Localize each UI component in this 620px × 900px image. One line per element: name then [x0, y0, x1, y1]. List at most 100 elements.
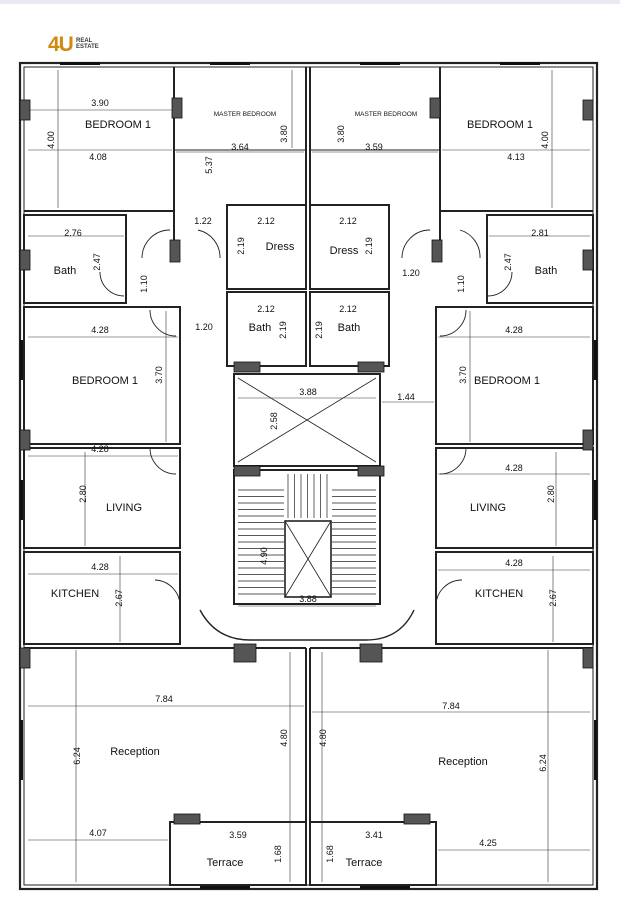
- dimension-label: 4.28: [505, 463, 523, 473]
- landing-curve: [199, 609, 415, 641]
- outer-wall: [18, 61, 599, 891]
- room-label-bath-center-left: Bath: [249, 322, 272, 334]
- dimension-label: 4.28: [505, 325, 523, 335]
- room-label-living-right: LIVING: [470, 502, 506, 514]
- logo-line-2: ESTATE: [76, 44, 99, 50]
- dimension-label: 2.19: [314, 321, 324, 339]
- room-label-bath-right: Bath: [535, 265, 558, 277]
- dimension-label: 4.00: [46, 131, 56, 149]
- stair-well-cross: [284, 520, 332, 598]
- dimension-label: 2.19: [364, 237, 374, 255]
- dimension-label: 2.12: [339, 304, 357, 314]
- dimension-label: 3.59: [365, 142, 383, 152]
- bedroom-right-walls: [435, 306, 594, 445]
- top-strip: [0, 0, 620, 4]
- dimension-label: 3.59: [229, 830, 247, 840]
- room-label-terrace-right: Terrace: [346, 857, 383, 869]
- logo-wordmark: REAL ESTATE: [76, 38, 99, 50]
- stair-core: [233, 469, 381, 605]
- column: [233, 465, 261, 477]
- dimension-label: 4.80: [318, 729, 328, 747]
- dimension-label: 4.90: [259, 547, 269, 565]
- dimension-label: 6.24: [72, 747, 82, 765]
- company-logo: 4U REAL ESTATE: [48, 34, 110, 58]
- column: [431, 239, 443, 263]
- dimension-label: 1.44: [397, 392, 415, 402]
- dimension-label: 2.67: [548, 589, 558, 607]
- dimension-label: 3.88: [299, 387, 317, 397]
- column: [357, 361, 385, 373]
- dimension-label: 3.70: [458, 366, 468, 384]
- dimension-label: 3.64: [231, 142, 249, 152]
- dimension-label: 2.19: [278, 321, 288, 339]
- bath-center-left-walls: [226, 291, 307, 367]
- dimension-label: 1.68: [273, 845, 283, 863]
- kitchen-left-walls: [23, 551, 181, 645]
- dimension-label: 4.28: [91, 444, 109, 454]
- room-label-reception-right: Reception: [438, 756, 488, 768]
- dimension-label: 2.47: [92, 253, 102, 271]
- terrace-left-walls: [169, 821, 307, 886]
- dimension-label: 7.84: [155, 694, 173, 704]
- dimension-label: 1.10: [139, 275, 149, 293]
- dimension-label: 2.76: [64, 228, 82, 238]
- dimension-label: 2.80: [546, 485, 556, 503]
- dimension-label: 2.47: [503, 253, 513, 271]
- room-label-living-left: LIVING: [106, 502, 142, 514]
- door-swing: [154, 579, 181, 607]
- inner-wall-line: [23, 66, 594, 886]
- room-label-bed2-left: BEDROOM 1: [72, 375, 138, 387]
- column: [19, 647, 31, 669]
- room-label-kitchen-right: KITCHEN: [475, 588, 523, 600]
- dimension-label: 2.81: [531, 228, 549, 238]
- column: [169, 239, 181, 263]
- dimension-label: 3.80: [336, 125, 346, 143]
- room-label-terrace-left: Terrace: [207, 857, 244, 869]
- room-label-reception-left: Reception: [110, 746, 160, 758]
- window: [20, 720, 23, 780]
- kitchen-right-walls: [435, 551, 594, 645]
- dimension-label: 2.58: [269, 412, 279, 430]
- dimension-label: 4.80: [279, 729, 289, 747]
- dimension-label: 1.10: [456, 275, 466, 293]
- dimension-label: 2.80: [78, 485, 88, 503]
- door-swing: [487, 271, 513, 297]
- column: [171, 97, 183, 119]
- dimension-label: 3.70: [154, 366, 164, 384]
- window: [594, 340, 597, 380]
- dimension-label: 2.12: [257, 304, 275, 314]
- window: [500, 62, 540, 65]
- living-right-walls: [435, 447, 594, 549]
- room-label-kitchen-left: KITCHEN: [51, 588, 99, 600]
- column: [173, 813, 201, 825]
- dimension-label: 1.20: [402, 268, 420, 278]
- column: [403, 813, 431, 825]
- window: [360, 62, 400, 65]
- column: [357, 465, 385, 477]
- dimension-label: 1.68: [325, 845, 335, 863]
- column: [233, 361, 261, 373]
- room-label-dress-right: Dress: [330, 245, 359, 257]
- window: [594, 720, 597, 780]
- dimension-label: 2.12: [257, 216, 275, 226]
- column: [19, 249, 31, 271]
- room-label-bed1-right: BEDROOM 1: [467, 119, 533, 131]
- dimension-label: 3.80: [279, 125, 289, 143]
- room-label-bath-center-right: Bath: [338, 322, 361, 334]
- room-label-bed2-right: BEDROOM 1: [474, 375, 540, 387]
- stair-well: [284, 520, 332, 598]
- column: [582, 249, 594, 271]
- living-left-walls: [23, 447, 181, 549]
- door-swing: [401, 229, 431, 259]
- door-swing: [439, 447, 467, 475]
- door-swing: [197, 229, 221, 259]
- window: [20, 480, 23, 520]
- terrace-right-walls: [309, 821, 437, 886]
- window: [594, 480, 597, 520]
- room-label-dress-left: Dress: [266, 241, 295, 253]
- door-swing: [459, 229, 481, 259]
- window: [20, 340, 23, 380]
- dress-right-walls: [309, 204, 390, 290]
- dimension-label: 1.20: [195, 322, 213, 332]
